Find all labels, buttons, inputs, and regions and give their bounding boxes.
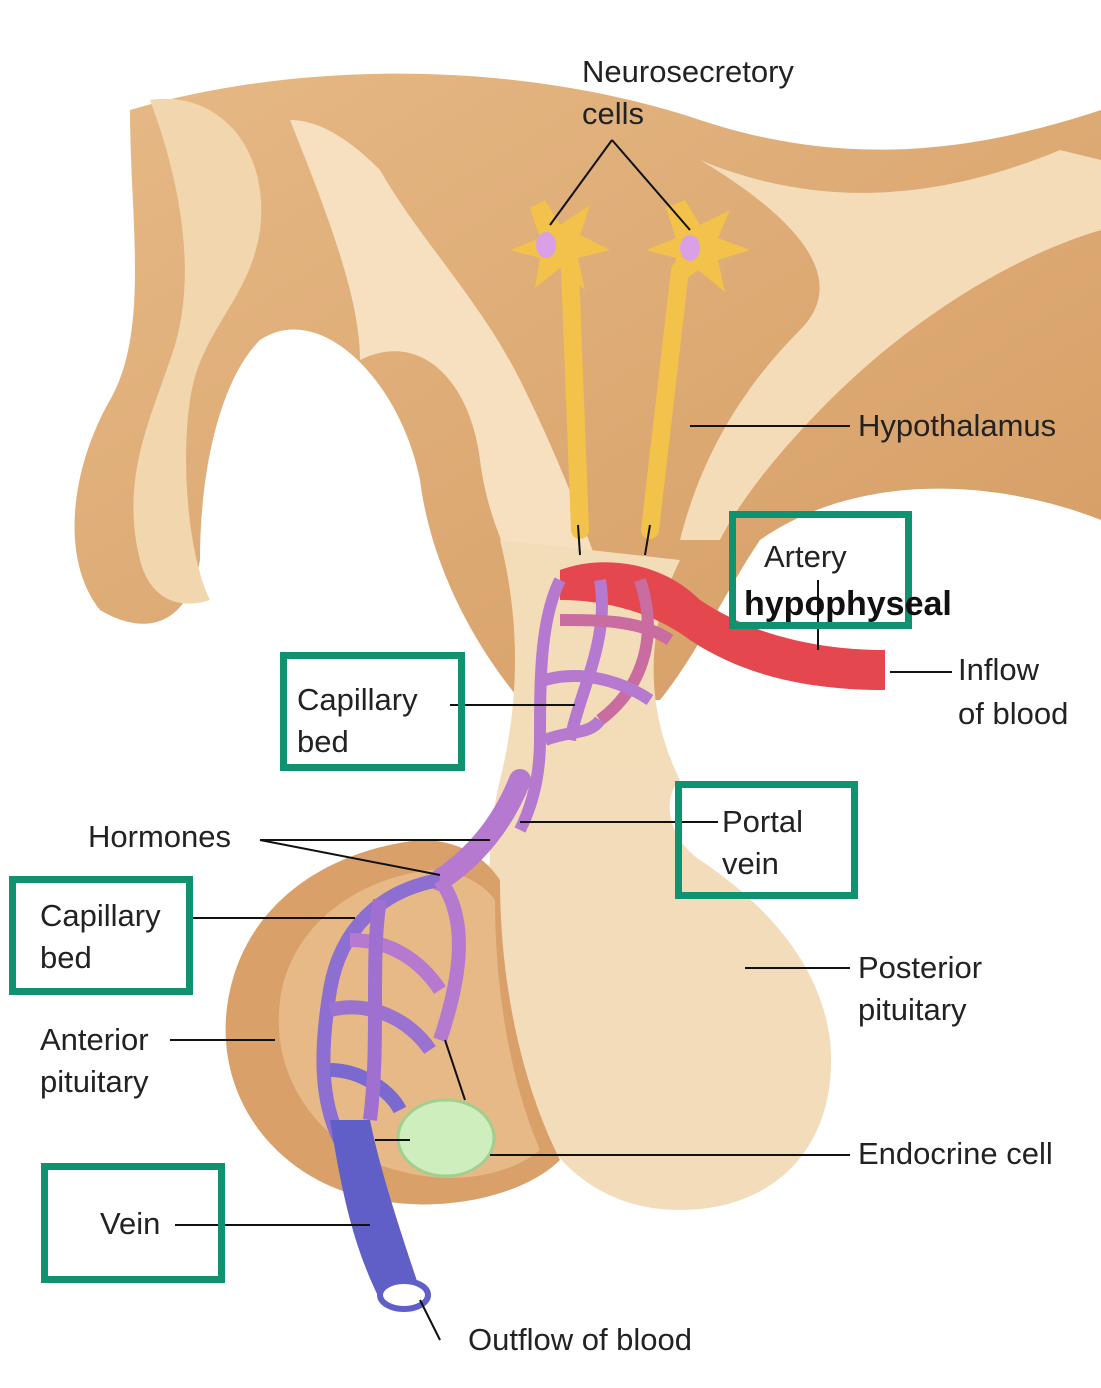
endocrine-cell-shape — [398, 1100, 494, 1176]
capillary-bed-top-label-line2: bed — [297, 722, 349, 762]
capillary-bed-top-label-line1: Capillary — [297, 680, 418, 720]
hormones-label: Hormones — [88, 817, 231, 857]
neurosecretory-label-line1: Neurosecretory — [582, 52, 794, 92]
inflow-label-line2: of blood — [958, 694, 1068, 734]
portal-vein-label-line2: vein — [722, 844, 779, 884]
hypothalamus-label: Hypothalamus — [858, 406, 1056, 446]
vein-opening — [380, 1281, 428, 1309]
outflow-label: Outflow of blood — [468, 1320, 692, 1360]
neurosecretory-label-line2: cells — [582, 94, 644, 134]
inflow-label-line1: Inflow — [958, 650, 1039, 690]
capillary-bed-bottom-label-line2: bed — [40, 938, 92, 978]
endocrine-cell-label: Endocrine cell — [858, 1134, 1053, 1174]
portal-vein-label-line1: Portal — [722, 802, 803, 842]
capillary-bed-bottom-label-line1: Capillary — [40, 896, 161, 936]
posterior-pituitary-label-line1: Posterior — [858, 948, 982, 988]
anterior-pituitary-label-line1: Anterior — [40, 1020, 149, 1060]
hypophyseal-label: hypophyseal — [744, 584, 952, 624]
posterior-pituitary-label-line2: pituitary — [858, 990, 967, 1030]
anterior-pituitary-label-line2: pituitary — [40, 1062, 149, 1102]
vein-label: Vein — [100, 1204, 160, 1244]
artery-label: Artery — [764, 537, 847, 577]
